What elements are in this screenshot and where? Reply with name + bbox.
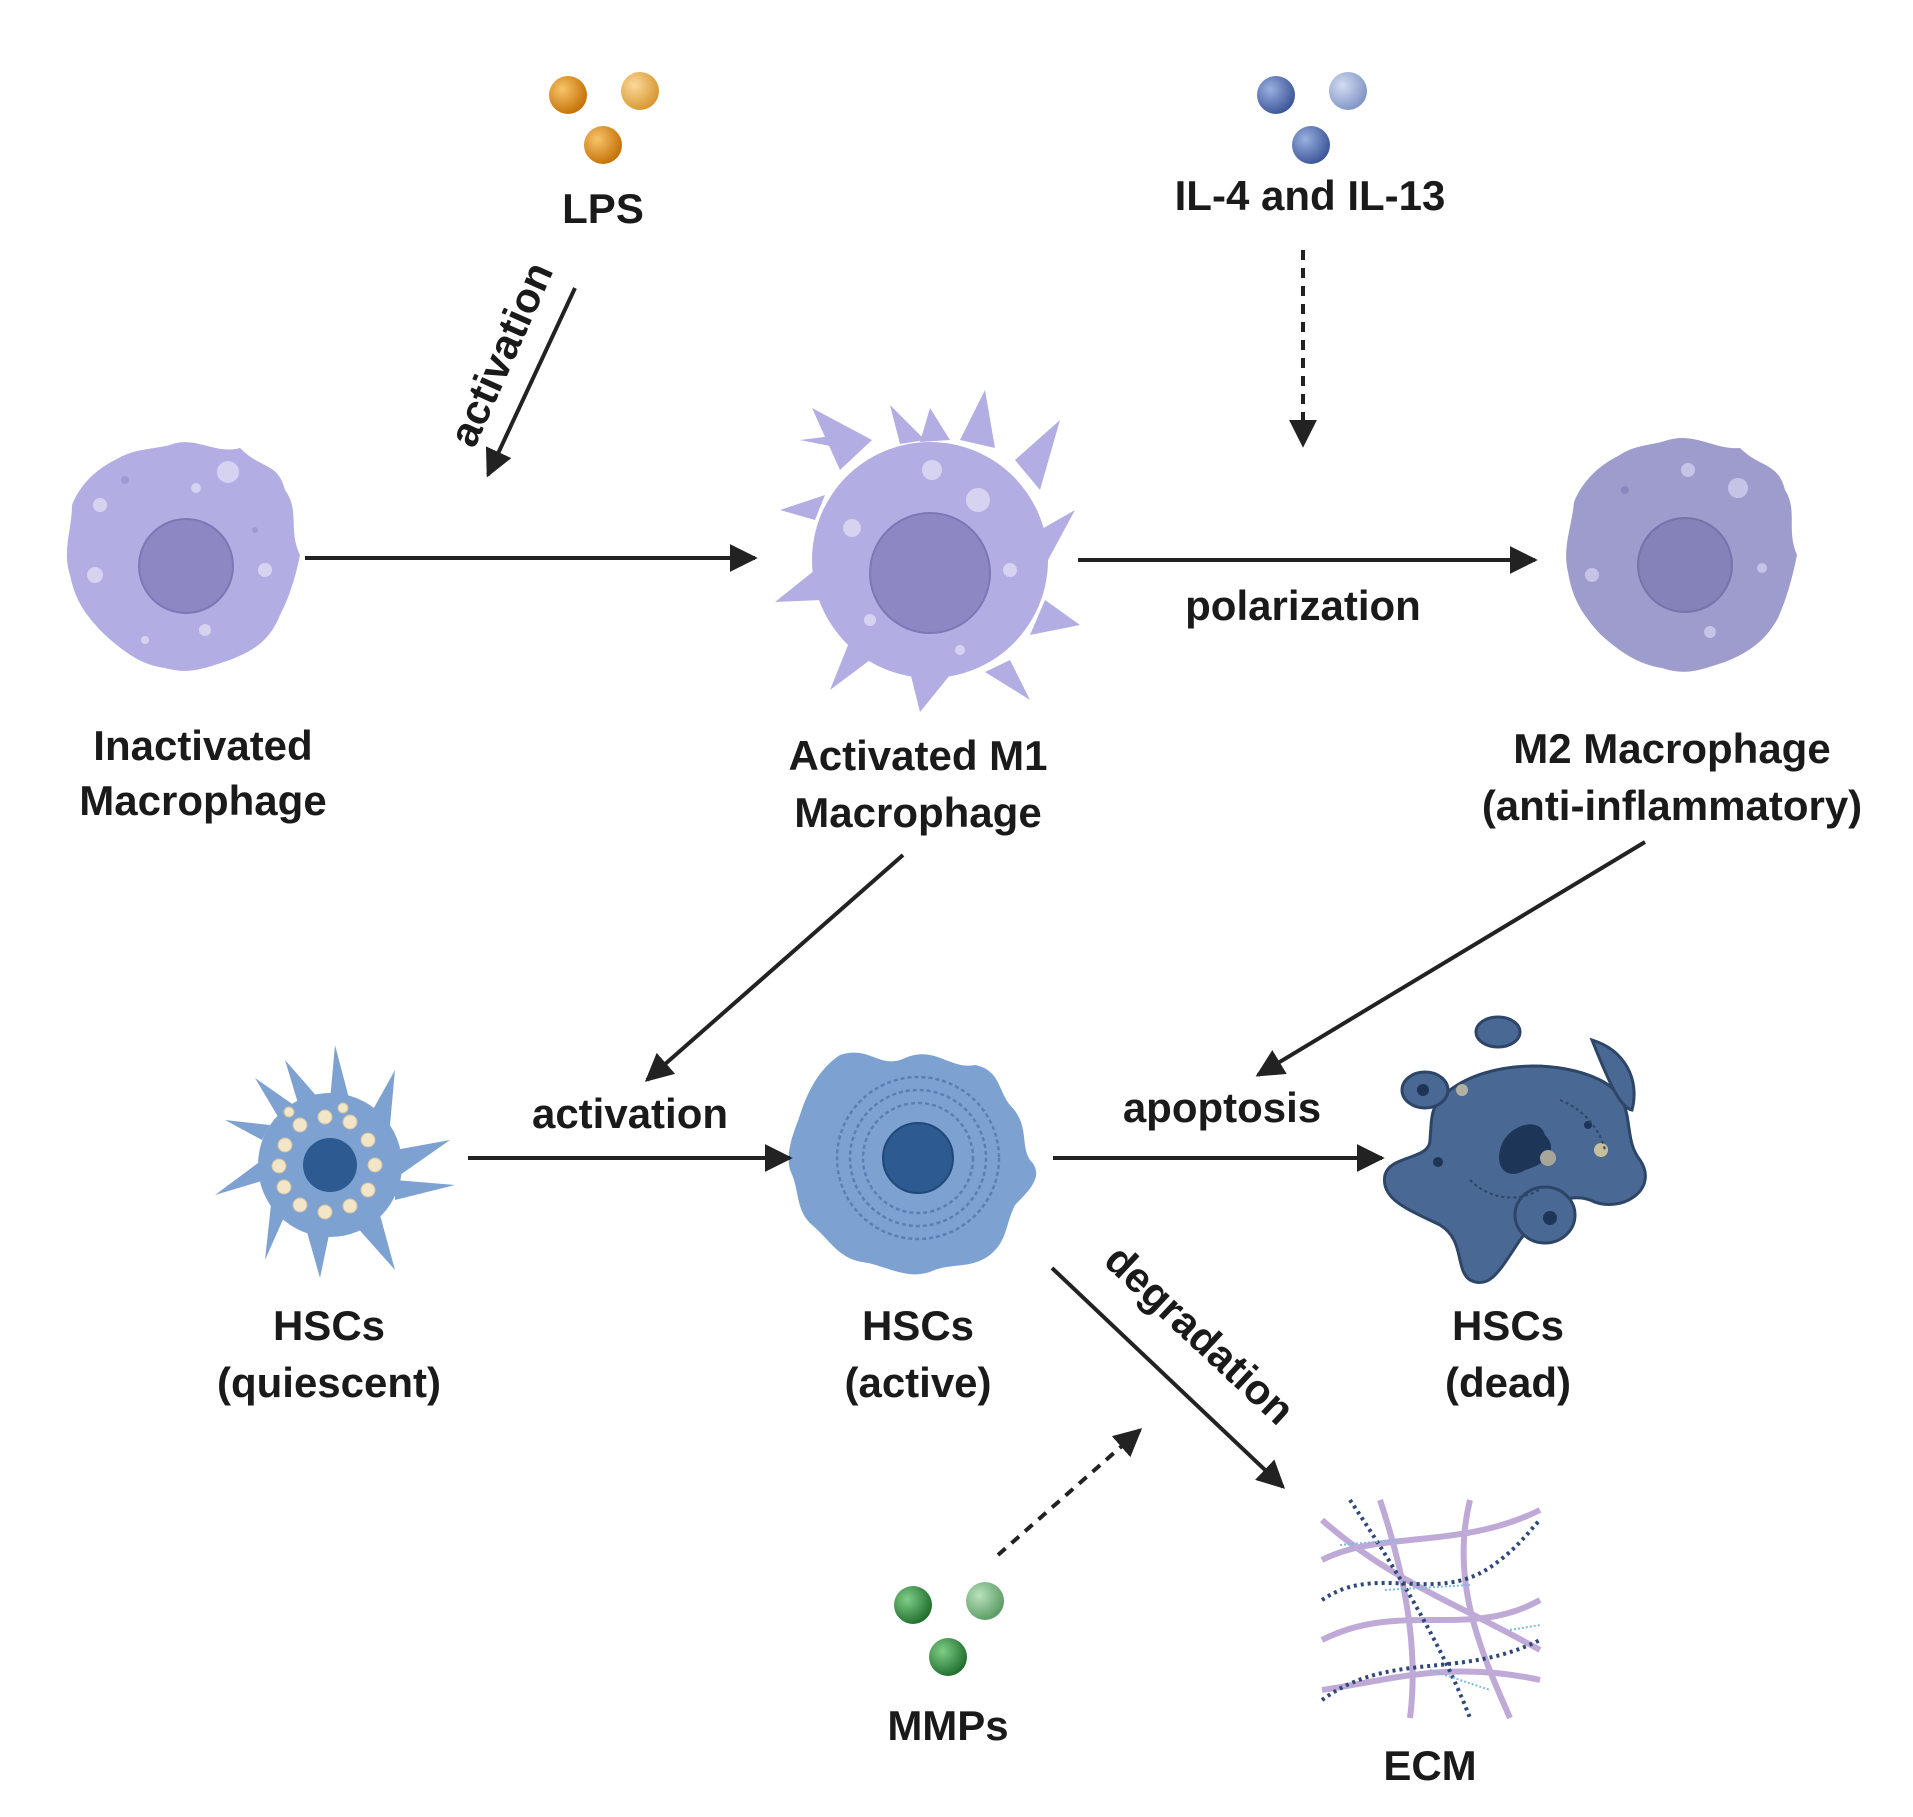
inactivated-macrophage-label-line1: Inactivated bbox=[93, 722, 312, 769]
hsc-active-label-line2: (active) bbox=[844, 1359, 991, 1406]
m2-macrophage-label-line2: (anti-inflammatory) bbox=[1482, 782, 1862, 829]
interleukin-particles-icon bbox=[1257, 72, 1367, 164]
m2-macrophage-label-line1: M2 Macrophage bbox=[1513, 725, 1830, 772]
lps-particles-icon bbox=[549, 72, 659, 164]
lps-activation-arrow bbox=[485, 287, 577, 478]
hsc-activation-label: activation bbox=[532, 1090, 728, 1137]
mmps-label: MMPs bbox=[887, 1702, 1008, 1749]
inactivated-macrophage-cell-icon bbox=[66, 442, 301, 671]
m1-macrophage-label-line1: Activated M1 bbox=[788, 732, 1047, 779]
ecm-fibers-icon bbox=[1320, 1498, 1542, 1720]
m2-to-apoptosis-arrow bbox=[1255, 840, 1647, 1077]
inactivated-macrophage-label-line2: Macrophage bbox=[79, 777, 326, 824]
m1-macrophage-cell-icon bbox=[775, 390, 1080, 712]
hsc-quiescent-label-line1: HSCs bbox=[273, 1302, 385, 1349]
hsc-quiescent-cell-icon bbox=[215, 1045, 455, 1278]
apoptosis-label: apoptosis bbox=[1123, 1084, 1321, 1131]
m1-to-hsc-arrow bbox=[644, 853, 905, 1082]
degradation-label: degradation bbox=[1096, 1235, 1304, 1433]
hsc-active-cell-icon bbox=[788, 1052, 1037, 1275]
m2-macrophage-cell-icon bbox=[1566, 437, 1797, 672]
hsc-active-label-line1: HSCs bbox=[862, 1302, 974, 1349]
hsc-dead-label-line2: (dead) bbox=[1445, 1359, 1571, 1406]
mmp-dashed-arrow bbox=[996, 1428, 1143, 1557]
degradation-arrow bbox=[1050, 1266, 1286, 1489]
hsc-dead-label-line1: HSCs bbox=[1452, 1302, 1564, 1349]
il4-il13-label: IL-4 and IL-13 bbox=[1175, 172, 1446, 219]
hsc-quiescent-label-line2: (quiescent) bbox=[217, 1359, 441, 1406]
mmp-particles-icon bbox=[894, 1582, 1004, 1676]
ecm-label: ECM bbox=[1383, 1742, 1476, 1789]
polarization-label: polarization bbox=[1185, 582, 1421, 629]
m1-macrophage-label-line2: Macrophage bbox=[794, 789, 1041, 836]
hsc-dead-cell-icon bbox=[1383, 1015, 1647, 1284]
lps-label: LPS bbox=[562, 185, 644, 232]
